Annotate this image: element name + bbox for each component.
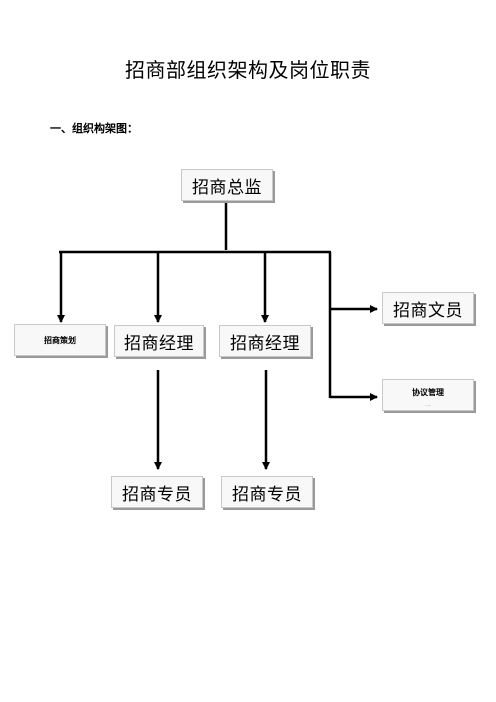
org-box-specialist-1: 招商专员 bbox=[111, 476, 203, 508]
org-box-clerk-label: 招商文员 bbox=[393, 300, 463, 321]
org-box-planning-label: 招商策划 bbox=[44, 335, 76, 345]
org-box-agreement-sublabel: · ··· bbox=[425, 403, 431, 407]
org-box-planning: 招商策划 bbox=[14, 324, 106, 356]
org-box-clerk: 招商文员 bbox=[382, 292, 474, 324]
org-box-agreement: 协议管理 · ··· bbox=[382, 379, 474, 411]
org-box-director-label: 招商总监 bbox=[192, 177, 262, 198]
org-box-specialist-2-label: 招商专员 bbox=[232, 484, 302, 505]
section-heading: 一、组织构架图： bbox=[50, 122, 138, 135]
org-box-manager-2-label: 招商经理 bbox=[230, 333, 300, 354]
org-box-manager-2: 招商经理 bbox=[219, 325, 311, 357]
org-box-specialist-1-label: 招商专员 bbox=[122, 484, 192, 505]
org-box-specialist-2: 招商专员 bbox=[221, 476, 313, 508]
org-box-agreement-label: 协议管理 bbox=[412, 387, 444, 397]
org-box-manager-1: 招商经理 bbox=[114, 325, 204, 357]
org-box-manager-1-label: 招商经理 bbox=[124, 333, 194, 354]
document-title: 招商部组织架构及岗位职责 bbox=[125, 58, 371, 82]
org-box-director: 招商总监 bbox=[181, 169, 273, 201]
